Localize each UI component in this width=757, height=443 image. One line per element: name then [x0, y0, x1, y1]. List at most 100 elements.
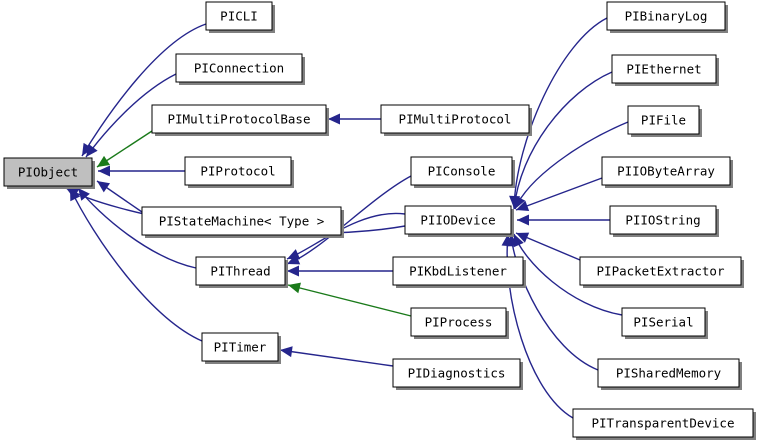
node-label: PICLI: [220, 9, 258, 24]
node-label: PIFile: [641, 113, 686, 128]
node-box[interactable]: [572, 408, 754, 438]
class-node-piconsole[interactable]: PIConsole: [410, 156, 515, 188]
node-box[interactable]: [606, 1, 726, 31]
node-box[interactable]: [410, 307, 507, 337]
arrowhead-icon: [66, 188, 80, 199]
node-label: PITimer: [214, 340, 267, 355]
node-label: PIConnection: [194, 61, 284, 76]
node-box[interactable]: [404, 205, 512, 235]
node-label: PIThread: [210, 264, 270, 279]
inheritance-edge: [287, 265, 393, 277]
node-box[interactable]: [627, 105, 700, 135]
inheritance-edge: [96, 130, 153, 168]
class-node-piserial[interactable]: PISerial: [621, 307, 708, 339]
edges-layer: [65, 17, 629, 419]
node-label: PISerial: [633, 315, 693, 330]
node-box[interactable]: [201, 332, 279, 362]
class-node-piiostring[interactable]: PIIOString: [609, 205, 719, 237]
node-label: PIMultiProtocol: [399, 112, 512, 127]
node-label: PIIODevice: [420, 213, 495, 228]
class-node-pithread[interactable]: PIThread: [195, 256, 288, 288]
class-node-piobject[interactable]: PIObject: [3, 157, 95, 189]
class-node-piiodevice[interactable]: PIIODevice: [404, 205, 514, 237]
node-box[interactable]: [195, 256, 286, 286]
class-node-piiobytearray[interactable]: PIIOByteArray: [601, 156, 733, 188]
node-box[interactable]: [141, 206, 342, 236]
node-label: PIDiagnostics: [408, 366, 506, 381]
node-box[interactable]: [380, 104, 530, 134]
arrowhead-icon: [328, 113, 340, 125]
inheritance-edge: [514, 121, 629, 210]
arrowhead-icon: [516, 232, 530, 243]
class-node-pisharedmemory[interactable]: PISharedMemory: [597, 358, 742, 390]
inheritance-edge: [81, 23, 207, 157]
node-label: PITransparentDevice: [592, 416, 735, 431]
arrowhead-icon: [86, 144, 98, 157]
arrowhead-icon: [287, 249, 301, 260]
arrowhead-icon: [501, 234, 513, 247]
node-box[interactable]: [609, 205, 717, 235]
node-label: PISharedMemory: [616, 366, 722, 381]
node-label: PIPacketExtractor: [597, 264, 725, 279]
node-box[interactable]: [621, 307, 706, 337]
class-node-pistatemachine[interactable]: PIStateMachine< Type >: [141, 206, 344, 238]
node-box[interactable]: [392, 358, 521, 388]
nodes-layer: PIObject PICLI PIConnectionPIMultiProtocol…: [3, 1, 756, 440]
arrowhead-icon: [98, 165, 110, 177]
class-node-piethernet[interactable]: PIEthernet: [611, 54, 719, 86]
node-label: PIProtocol: [200, 164, 275, 179]
class-node-pimultiprotocolbase[interactable]: PIMultiProtocolBase: [151, 104, 329, 136]
class-node-pimultiprotocol[interactable]: PIMultiProtocol: [380, 104, 532, 136]
node-label: PIMultiProtocolBase: [168, 112, 311, 127]
class-node-pifile[interactable]: PIFile: [627, 105, 702, 137]
class-node-pidiagnostics[interactable]: PIDiagnostics: [392, 358, 523, 390]
arrowhead-icon: [517, 214, 529, 226]
class-node-pikbdlistener[interactable]: PIKbdListener: [392, 256, 526, 288]
arrowhead-icon: [97, 181, 111, 193]
inheritance-edge: [85, 73, 177, 158]
node-box[interactable]: [579, 256, 742, 286]
inheritance-edge: [96, 180, 143, 213]
arrowhead-icon: [78, 188, 90, 201]
node-label: PIEthernet: [626, 62, 701, 77]
node-label: PIIOString: [625, 213, 700, 228]
node-label: PIProcess: [425, 315, 493, 330]
inheritance-edge: [328, 113, 381, 125]
inheritance-edge: [515, 177, 603, 211]
inheritance-edge: [510, 71, 613, 210]
inheritance-edge: [98, 165, 185, 177]
node-box[interactable]: [611, 54, 717, 84]
class-node-pitimer[interactable]: PITimer: [201, 332, 281, 364]
node-box[interactable]: [3, 157, 93, 187]
node-label: PIKbdListener: [409, 264, 507, 279]
class-node-piconnection[interactable]: PIConnection: [175, 53, 305, 85]
arrowhead-icon: [287, 265, 299, 277]
class-node-piprocess[interactable]: PIProcess: [410, 307, 509, 339]
node-label: PIStateMachine< Type >: [159, 214, 325, 229]
class-node-piprotocol[interactable]: PIProtocol: [184, 156, 294, 188]
node-box[interactable]: [184, 156, 292, 186]
arrowhead-icon: [280, 346, 293, 358]
inheritance-edge: [517, 214, 610, 226]
arrowhead-icon: [82, 142, 93, 156]
node-box[interactable]: [410, 156, 513, 186]
inheritance-edge: [515, 232, 581, 261]
arrowhead-icon: [516, 200, 530, 211]
node-label: PIConsole: [428, 164, 496, 179]
inheritance-edge: [279, 346, 394, 367]
node-box[interactable]: [151, 104, 327, 134]
node-box[interactable]: [175, 53, 303, 83]
class-node-pipacketextractor[interactable]: PIPacketExtractor: [579, 256, 744, 288]
node-box[interactable]: [597, 358, 740, 388]
class-node-pitransparentdevice[interactable]: PITransparentDevice: [572, 408, 756, 440]
class-node-picli[interactable]: PICLI: [205, 1, 275, 33]
node-label: PIObject: [18, 165, 78, 180]
node-box[interactable]: [601, 156, 731, 186]
node-box[interactable]: [205, 1, 273, 31]
class-node-pibinarylog[interactable]: PIBinaryLog: [606, 1, 728, 33]
node-box[interactable]: [392, 256, 524, 286]
node-label: PIIOByteArray: [617, 164, 715, 179]
inheritance-edge: [287, 282, 412, 317]
